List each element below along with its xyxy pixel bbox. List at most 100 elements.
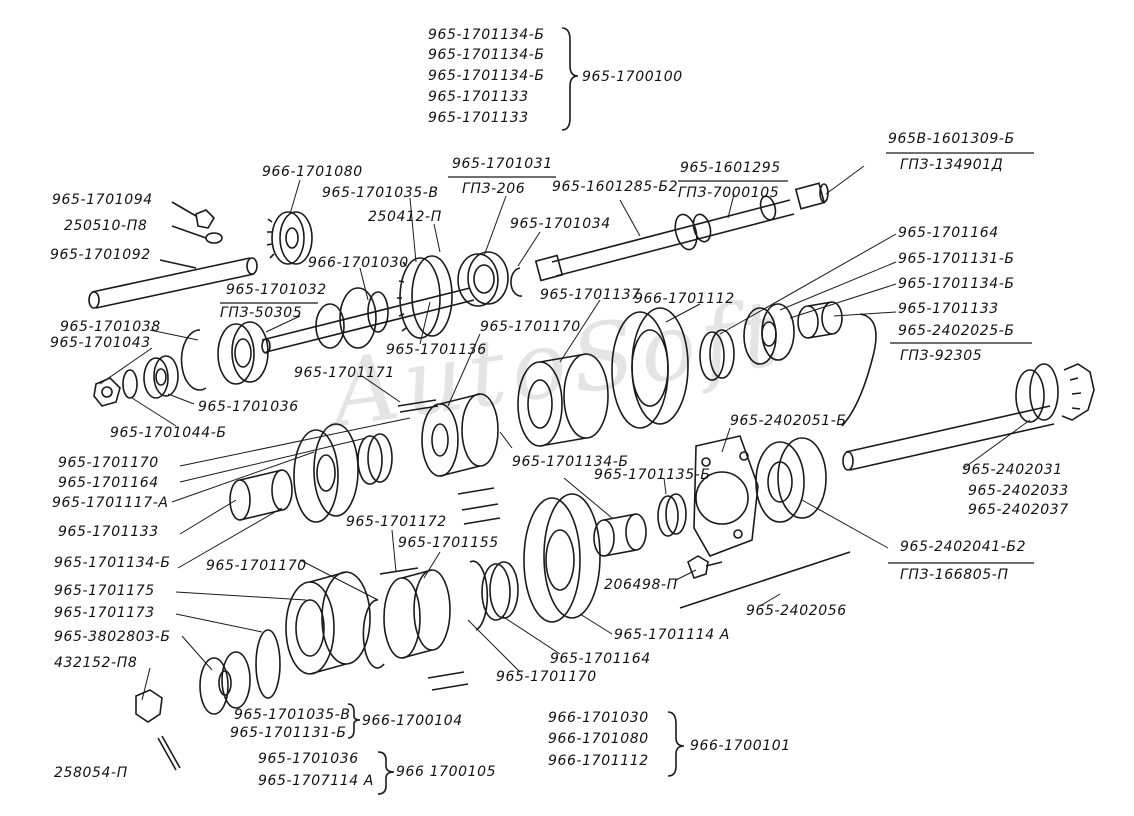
part-label: 250510-П8: [64, 218, 148, 234]
pin-long: [88, 257, 258, 309]
bl-group-item-1: 965-1701035-В: [234, 707, 351, 723]
wire-1701170: [841, 313, 877, 427]
bolt-top-left: [171, 201, 223, 244]
part-label: 965-2402025-Б: [898, 323, 1015, 339]
part-label: 965-1701170: [58, 455, 159, 471]
bl-group-item-2: 965-1701131-Б: [230, 725, 347, 741]
ring-gear-1701112: [611, 307, 689, 429]
part-label: 965-1701173: [54, 605, 155, 621]
br-group-item-1: 966-1701030: [548, 710, 649, 726]
part-label: ГПЗ-7000105: [678, 185, 780, 201]
synchro-ring-1701164-b: [357, 433, 393, 485]
part-label: 965-2402056: [746, 603, 847, 619]
part-label: 965-1701164: [58, 475, 159, 491]
bolt-206498: [687, 555, 723, 580]
bm-group-result: 966 1700105: [396, 764, 497, 780]
part-label: 965-1701175: [54, 583, 155, 599]
brace-top: [561, 27, 579, 131]
gear-1701036: [143, 355, 179, 399]
bearing-race-1701133-left: [229, 469, 293, 521]
synchro-ring-1701164: [699, 329, 735, 381]
part-label: 965-1701044-Б: [110, 425, 227, 441]
part-label: 965-1701134-Б: [898, 276, 1015, 292]
part-label: 432152-П8: [54, 655, 138, 671]
part-label: 965-1701133: [58, 524, 159, 540]
output-shaft: [842, 363, 1095, 471]
nut-1701043: [93, 377, 121, 407]
part-label: 966-1701080: [262, 164, 363, 180]
part-label: 965-2402041-Б2: [900, 539, 1027, 555]
top-group-item-2: 965-1701134-Б: [428, 47, 545, 63]
top-group-item-5: 965-1701133: [428, 110, 529, 126]
part-label: 965-1701135-Б: [594, 467, 711, 483]
br-group-item-3: 966-1701112: [548, 753, 649, 769]
part-label: 258054-П: [54, 765, 128, 781]
part-label: ГПЗ-134901Д: [900, 157, 1004, 173]
part-label: 965-1701164: [550, 651, 651, 667]
gear-1701131: [743, 303, 795, 365]
bm-group-item-2: 965-1707114 А: [258, 773, 374, 789]
part-label: 965-1701035-В: [322, 185, 439, 201]
brace-bottom-right: [667, 711, 685, 777]
label-rules: [220, 152, 1034, 564]
top-group-item-1: 965-1701134-Б: [428, 27, 545, 43]
part-label: 965-1701164: [898, 225, 999, 241]
part-label: 250412-П: [368, 209, 442, 225]
input-shaft: [534, 195, 795, 282]
part-label: 965-1701170: [206, 558, 307, 574]
bearing-sleeve-top-right: [794, 182, 829, 210]
gear-1701114: [523, 493, 601, 623]
leader-lines: [99, 165, 1031, 701]
part-label: 965-1701170: [480, 319, 581, 335]
part-label: 965-1601295: [680, 160, 781, 176]
synchro-hub-1701136: [421, 393, 499, 477]
part-label: 965-1701155: [398, 535, 499, 551]
brace-bottom-left: [347, 703, 361, 739]
part-label: 965-1701170: [496, 669, 597, 685]
part-label: 965-1701134-Б: [512, 454, 629, 470]
nut-432152: [135, 689, 181, 771]
part-label: 965-1701133: [898, 301, 999, 317]
part-label: 965-2402031: [962, 462, 1063, 478]
gear-top-small: [266, 211, 313, 265]
part-label: 206498-П: [604, 577, 678, 593]
part-label: 965-1701032: [226, 282, 327, 298]
part-label: 965-1701034: [510, 216, 611, 232]
ring-gear-1701137: [517, 353, 609, 447]
part-label: 966-1701030: [308, 255, 409, 271]
part-label: 965-2402033: [968, 483, 1069, 499]
ring-1701135: [657, 493, 687, 537]
part-label: 965-1701043: [50, 335, 151, 351]
part-label: 965-1701114 А: [614, 627, 730, 643]
part-label: ГПЗ-206: [462, 181, 526, 197]
gear-3802803: [199, 651, 251, 715]
part-label: 965-1701117-А: [52, 495, 169, 511]
hub-1701175: [285, 571, 371, 675]
top-group-item-4: 965-1701133: [428, 89, 529, 105]
bm-group-item-1: 965-1701036: [258, 751, 359, 767]
snap-ring-1701170-low: [362, 560, 489, 669]
part-label: 965-1701136: [386, 342, 487, 358]
rod-2402056: [679, 551, 851, 609]
part-label: 965-1701031: [452, 156, 553, 172]
gear-1701155: [383, 569, 451, 659]
bearing-gpz-166805: [755, 437, 827, 523]
part-label: 965-2402037: [968, 502, 1069, 518]
part-label: 965-1701172: [346, 514, 447, 530]
bearing-gpz-50305: [217, 321, 269, 385]
part-label: 965-1701131-Б: [898, 251, 1015, 267]
part-label: 965-1701094: [52, 192, 153, 208]
part-label: 965-1701171: [294, 365, 395, 381]
brace-bottom-mid: [377, 751, 395, 795]
part-label: 965-1601285-Б2: [552, 179, 679, 195]
disc-1701173: [255, 629, 281, 699]
part-label: 965-1701038: [60, 319, 161, 335]
part-label: 965-1701092: [50, 247, 151, 263]
washer-1701044: [122, 369, 138, 399]
gear-1701117: [293, 423, 359, 523]
sleeve-1701134: [593, 513, 647, 557]
bearing-gpz-206: [457, 251, 509, 307]
bl-group-result: 966-1700104: [362, 713, 463, 729]
